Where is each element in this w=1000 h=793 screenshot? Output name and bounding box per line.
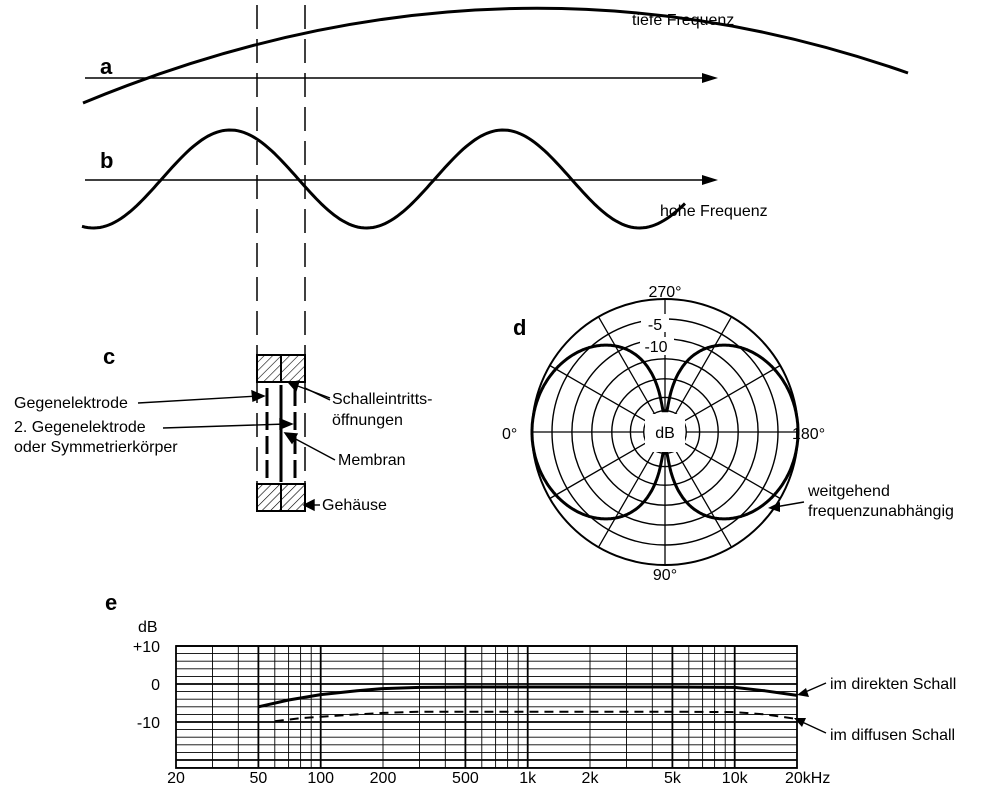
y-tick-labels: +10 0 -10: [133, 639, 160, 732]
x-tick-label: 200: [370, 770, 397, 787]
polar-spoke: [683, 442, 781, 500]
x-tick-label: 50: [250, 770, 268, 787]
section-a-letter: a: [100, 54, 113, 79]
section-c: c Gegenelektrode 2. Gegenelektrode oder …: [14, 344, 432, 514]
frequency-series: [258, 685, 798, 723]
arrowhead-a: [702, 73, 718, 83]
y-tick-label: 0: [151, 677, 160, 694]
legend-diffuse-leader: [799, 720, 827, 734]
y-tick-label: +10: [133, 639, 160, 656]
series-direct: [258, 685, 798, 709]
y-tick-label: -10: [137, 715, 160, 732]
high-frequency-wave: [81, 128, 687, 230]
section-e: e dB +10 0 -10 20 50 100 200 500 1k 2k 5k 10k 20kHz…: [105, 590, 956, 787]
polar-spoke: [675, 450, 733, 548]
legend-diffuse: im diffusen Schall: [830, 727, 955, 744]
x-tick-label: 100: [307, 770, 334, 787]
x-tick-label: 20: [167, 770, 185, 787]
figure-eight-pattern: [530, 343, 800, 521]
frequency-grid: [175, 645, 798, 769]
ring-label-minus5: -5: [648, 317, 662, 334]
label-sound-inlet-line1: Schalleintritts-: [332, 391, 432, 408]
label-gegenelektrode: Gegenelektrode: [14, 395, 128, 412]
center-label-bg: [645, 414, 685, 452]
center-label-db: dB: [655, 425, 675, 442]
angle-270: 270°: [648, 284, 681, 301]
polar-spoke: [549, 364, 647, 422]
x-tick-label: 2k: [582, 770, 600, 787]
x-tick-label: 500: [452, 770, 479, 787]
annotation-line2: frequenzunabhängig: [808, 503, 954, 520]
angle-0: 0°: [502, 426, 517, 443]
legend-direct: im direkten Schall: [830, 676, 956, 693]
leader-arrows: [137, 380, 336, 512]
polar-spoke: [549, 442, 647, 500]
low-frequency-wave: [82, 6, 909, 105]
section-e-letter: e: [105, 590, 117, 615]
section-d: d dB -5 -10 270° 0° 180° 90° weitgehend …: [502, 284, 954, 584]
x-tick-labels: 20 50 100 200 500 1k 2k 5k 10k 20kHz: [167, 770, 830, 787]
ring-label-minus10: -10: [644, 339, 667, 356]
ring-label-bg-5: [641, 314, 669, 332]
legend-direct-arrow: [797, 688, 809, 697]
y-unit-label: dB: [138, 619, 158, 636]
x-tick-label: 1k: [519, 770, 537, 787]
polar-spoke: [675, 316, 733, 414]
ring-label-bg-10: [640, 337, 674, 355]
polar-spoke: [597, 450, 655, 548]
section-d-letter: d: [513, 315, 526, 340]
label-second-electrode-line1: 2. Gegenelektrode: [14, 419, 146, 436]
polar-spoke: [597, 316, 655, 414]
label-high-frequency: hohe Frequenz: [660, 203, 768, 220]
series-diffuse: [274, 710, 798, 723]
arrowhead-b: [702, 175, 718, 185]
x-tick-label: 20kHz: [785, 770, 830, 787]
x-tick-label: 5k: [664, 770, 682, 787]
annotation-line1: weitgehend: [807, 483, 890, 500]
annotation-arrowhead: [768, 502, 780, 512]
polar-spoke: [683, 364, 781, 422]
label-sound-inlet-line2: öffnungen: [332, 412, 403, 429]
section-b: b hohe Frequenz: [81, 128, 768, 230]
angle-180: 180°: [792, 426, 825, 443]
section-c-letter: c: [103, 344, 115, 369]
guide-lines: [256, 5, 306, 510]
label-low-frequency: tiefe Frequenz: [632, 12, 734, 29]
angle-90: 90°: [653, 567, 677, 584]
label-membrane: Membran: [338, 452, 406, 469]
label-housing: Gehäuse: [322, 497, 387, 514]
label-second-electrode-line2: oder Symmetrierkörper: [14, 439, 178, 456]
x-tick-label: 10k: [722, 770, 749, 787]
legend-diffuse-arrow: [794, 718, 806, 727]
section-b-letter: b: [100, 148, 113, 173]
section-a: a tiefe Frequenz: [82, 6, 909, 105]
